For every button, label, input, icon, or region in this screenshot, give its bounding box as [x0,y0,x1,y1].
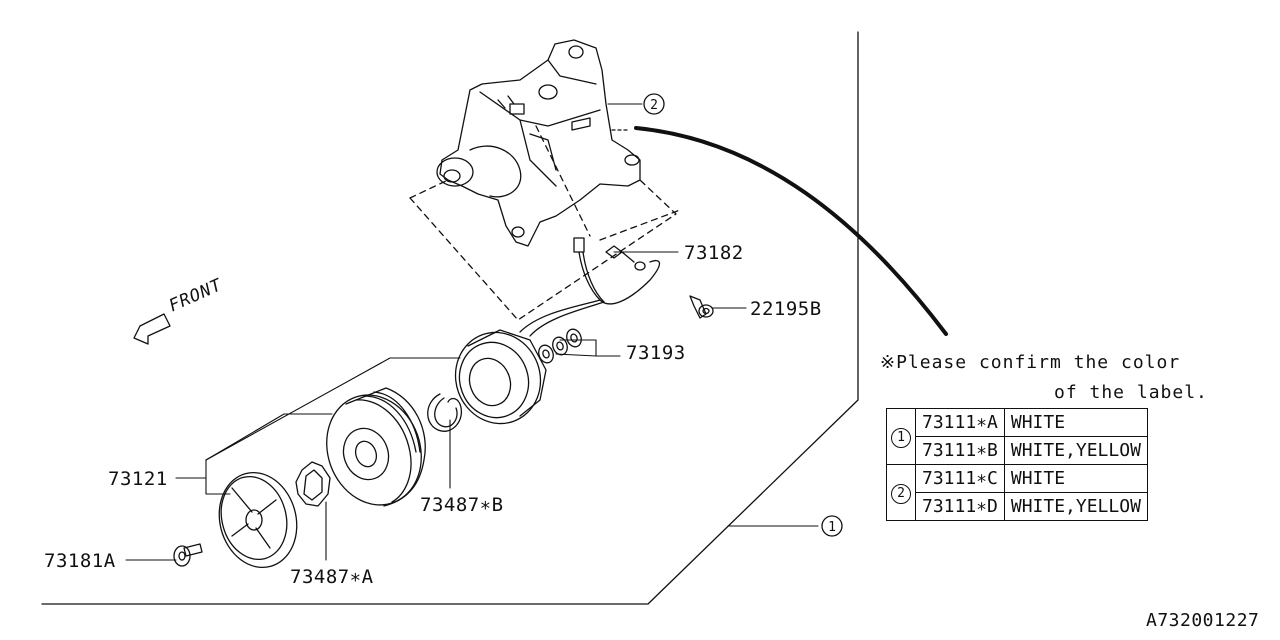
field-coil [454,329,547,425]
part-label-22195B: 22195B [750,298,822,320]
leader-lines [125,103,819,561]
ref-circle-1 [821,515,843,537]
part-cell: 73111∗B [915,436,1005,465]
label-callout-curve [634,126,948,336]
part-label-73121: 73121 [108,468,168,490]
dashed-guides [409,125,681,321]
bolt-22195B [689,295,714,319]
part-label-73487A: 73487∗A [290,566,374,588]
part-cell: 73111∗A [915,408,1005,437]
table-row: 73111∗D WHITE,YELLOW [887,492,1148,521]
note-line-2: of the label. [1054,382,1208,403]
color-cell: WHITE,YELLOW [1003,436,1148,465]
group-marker: 2 [891,484,911,504]
snap-ring-73487B [427,393,463,432]
color-cell: WHITE [1003,408,1148,437]
wire-harness [519,237,661,337]
shim-73487A [295,461,331,507]
orings-73193 [538,328,582,364]
part-label-73182: 73182 [684,242,744,264]
ref1-number: 1 [828,520,836,535]
bolt-73181A [173,543,203,567]
pulley [326,387,426,507]
group-marker: 1 [891,428,911,448]
note-line-1: ※Please confirm the color [880,352,1181,373]
front-arrow-icon [133,313,171,345]
ref2-number: 2 [650,98,658,113]
group-cell: 2 [886,464,916,521]
compressor-body [436,39,641,247]
diagram-id: A732001227 [1146,610,1260,631]
part-label-73487B: 73487∗B [420,494,504,516]
label-color-table: 1 73111∗A WHITE 73111∗B WHITE,YELLOW 2 7… [886,408,1148,521]
color-cell: WHITE [1003,464,1148,493]
part-label-73181A: 73181A [44,550,116,572]
part-label-73193: 73193 [626,342,686,364]
color-cell: WHITE,YELLOW [1003,492,1148,521]
part-cell: 73111∗D [915,492,1005,521]
group-cell: 1 [886,408,916,465]
table-row: 2 73111∗C WHITE [886,464,1148,521]
armature-plate [218,471,298,569]
table-row: 1 73111∗A WHITE [886,408,1148,465]
table-row: 73111∗B WHITE,YELLOW [887,436,1148,465]
ref-circle-2 [643,93,665,115]
part-cell: 73111∗C [915,464,1005,493]
assembly-frame-line [41,31,859,605]
